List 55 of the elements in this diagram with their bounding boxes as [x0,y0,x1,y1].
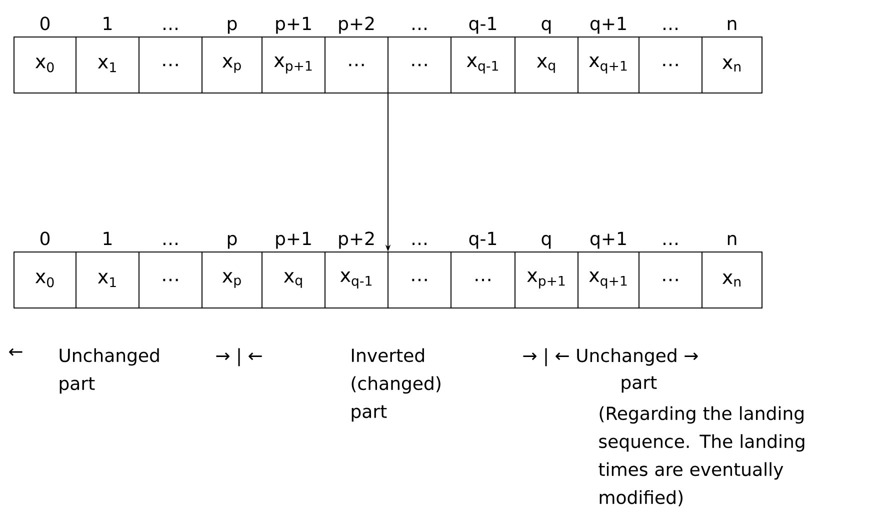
part-label: Inverted (changed) part [352,348,440,422]
index-label: … [412,242,426,245]
index-label: q+1 [590,232,626,249]
part-label: ← [9,348,22,356]
array-cell: x$_{p}$ [202,252,262,308]
array-cell: … [638,252,702,308]
index-label: 1 [104,16,112,30]
index-label: 1 [104,232,112,245]
index-label: q-1 [469,232,496,249]
array-cell: … [138,36,202,94]
part-label: part [622,376,657,393]
index-label: … [164,242,178,245]
array-cell: … [388,36,452,94]
index-label: … [164,28,178,30]
index-label: p [228,20,237,34]
array-cell: x$_{p+1}$ [514,252,578,308]
index-label: … [664,28,678,30]
array-cell: x$_{0}$ [14,36,76,94]
array-cell: x$_{0}$ [14,252,76,308]
array-cell: x$_{q}$ [514,36,578,94]
index-label: q [542,234,551,249]
array-cell: x$_{q}$ [262,252,326,308]
index-label: q [542,20,551,34]
array-cell: x$_{q+1}$ [578,252,640,308]
array-cell: x$_{n}$ [702,36,762,94]
array-cell: … [450,252,516,308]
index-label: 0 [40,16,50,30]
array-cell: x$_{q-1}$ [450,36,516,94]
index-label: … [664,242,678,245]
part-label: → | ← Unchanged → [523,348,698,366]
index-label: q-1 [469,16,496,34]
index-label: 0 [40,232,50,246]
array-cell: x$_{1}$ [76,36,140,94]
index-label: … [412,28,426,30]
index-label: p [228,234,237,249]
array-cell: x$_{1}$ [76,252,140,308]
array-cell: x$_{n}$ [702,252,762,308]
array-cell: x$_{q+1}$ [578,36,640,94]
index-label: p+2 [339,16,374,34]
part-label: (Regarding the landing sequence. The landing times are eventually modified) [598,406,804,506]
array-cell: … [638,36,702,94]
index-label: p+1 [276,232,311,249]
array-cell: x$_{q-1}$ [324,252,388,308]
index-label: p+2 [339,232,374,249]
index-label: q+1 [590,16,626,34]
array-cell: … [138,252,202,308]
index-label: n [728,20,736,30]
part-label: → | ← [216,348,262,366]
array-cell: x$_{p}$ [202,36,262,94]
index-label: n [728,234,736,245]
array-cell: … [388,252,452,308]
part-label: Unchanged part [60,348,159,394]
array-cell: … [324,36,388,94]
array-cell: x$_{p+1}$ [262,36,326,94]
index-label: p+1 [276,16,311,34]
